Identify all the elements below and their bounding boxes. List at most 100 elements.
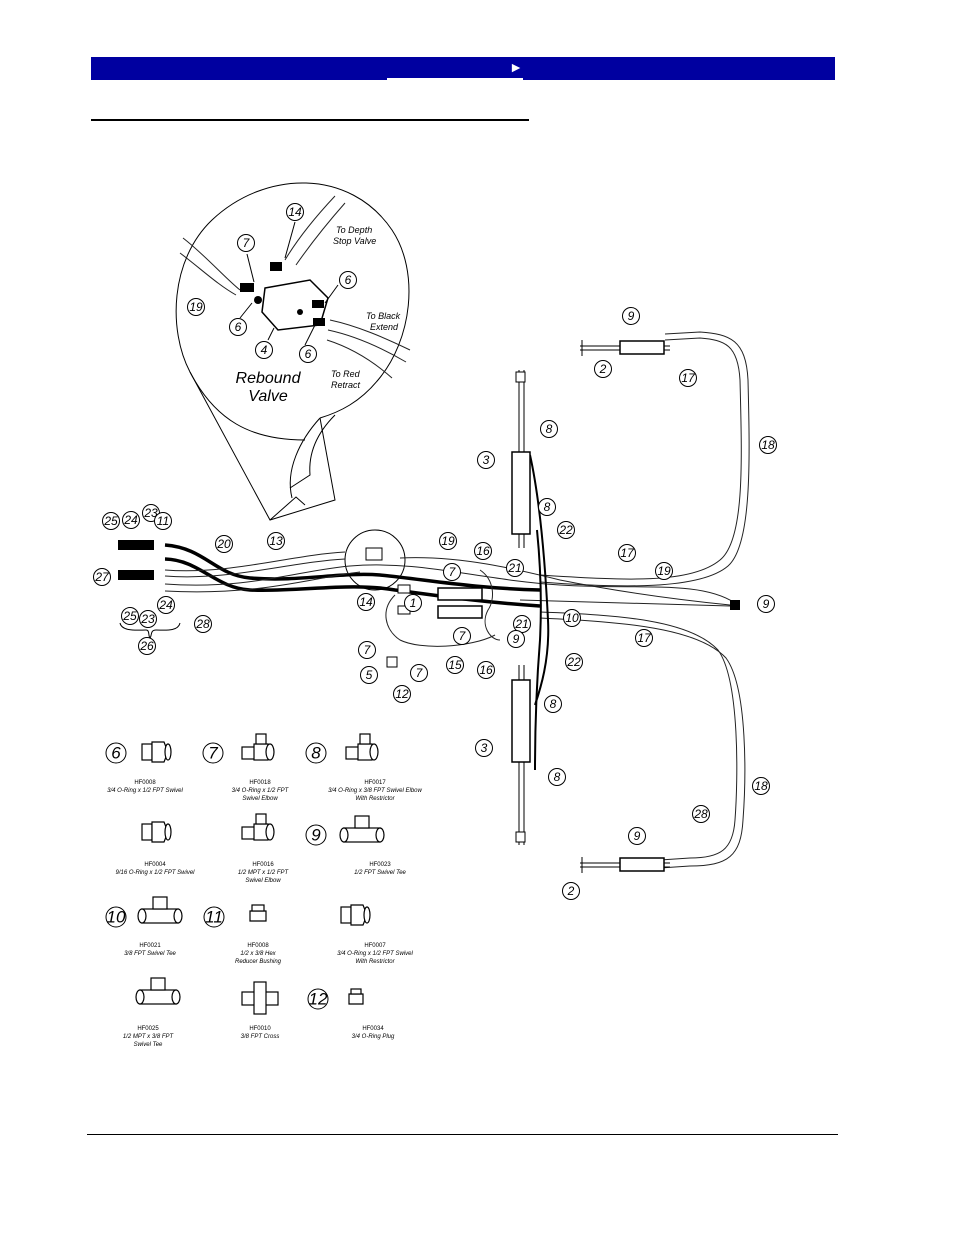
svg-text:7: 7: [416, 666, 424, 680]
part-number: HF0018: [249, 780, 271, 786]
next-arrow-icon: ►: [509, 59, 523, 75]
part-number: HF0017: [364, 780, 386, 786]
part-number: HF0004: [144, 862, 166, 868]
callout-21: 21: [506, 559, 524, 577]
label-extend: Extend: [370, 322, 399, 332]
svg-text:28: 28: [195, 617, 210, 631]
part-ref-10: 10: [105, 906, 127, 928]
callout-24: 24: [157, 596, 175, 614]
fitting-elbow-icon: [345, 733, 379, 761]
part-description: With Restrictor: [355, 959, 395, 965]
callout-2: 2: [594, 360, 612, 378]
svg-text:20: 20: [216, 537, 231, 551]
svg-text:11: 11: [157, 514, 169, 528]
svg-text:1: 1: [410, 596, 417, 610]
svg-text:9: 9: [628, 309, 635, 323]
svg-text:25: 25: [103, 514, 118, 528]
fitting-bush-icon: [249, 904, 267, 922]
part-hf0004-3: HF0004 9/16 O-Ring x 1/2 FPT Swivel: [115, 821, 195, 876]
label-to-red: To Red: [331, 369, 361, 379]
svg-text:6: 6: [235, 320, 242, 334]
callout-10: 10: [563, 609, 581, 627]
svg-text:26: 26: [139, 639, 154, 653]
fitting-tee-icon: [339, 815, 385, 843]
callout-17: 17: [635, 629, 653, 647]
part-description: 3/4 O-Ring Plug: [352, 1034, 395, 1040]
callout-9: 9: [622, 307, 640, 325]
svg-text:9: 9: [634, 829, 641, 843]
svg-text:16: 16: [476, 544, 490, 558]
manifolds: [118, 540, 740, 668]
svg-text:5: 5: [366, 668, 373, 682]
label-stop-valve: Stop Valve: [333, 236, 376, 246]
svg-text:15: 15: [448, 658, 462, 672]
callout-7: 7: [237, 234, 255, 252]
part-ref-8: 8: [305, 742, 327, 764]
part-description: 3/4 O-Ring x 1/2 FPT Swivel: [337, 951, 413, 957]
part-description: 1/2 x 3/8 Hex: [240, 951, 276, 957]
callout-18: 18: [759, 436, 777, 454]
svg-text:22: 22: [566, 655, 581, 669]
callout-24: 24: [122, 511, 140, 529]
part-number: HF0023: [369, 862, 391, 868]
hose-bundle: [164, 331, 750, 869]
svg-text:8: 8: [554, 770, 561, 784]
svg-text:4: 4: [261, 343, 268, 357]
svg-text:6: 6: [305, 347, 312, 361]
callout-1: 1: [404, 594, 422, 612]
svg-text:2: 2: [599, 362, 607, 376]
part-number: HF0008: [247, 943, 269, 949]
callout-11: 11: [154, 512, 172, 530]
label-retract: Retract: [331, 380, 361, 390]
label-valve: Valve: [248, 388, 288, 405]
callout-26: 26: [138, 637, 156, 655]
callout-20: 20: [215, 535, 233, 553]
svg-text:25: 25: [122, 609, 137, 623]
svg-text:3: 3: [481, 741, 488, 755]
svg-text:17: 17: [681, 371, 696, 385]
next-page-link[interactable]: ►: [387, 57, 523, 80]
svg-text:21: 21: [507, 561, 521, 575]
callout-8: 8: [538, 498, 556, 516]
part-description: 9/16 O-Ring x 1/2 FPT Swivel: [115, 870, 195, 876]
svg-text:7: 7: [243, 236, 251, 250]
svg-text:24: 24: [158, 598, 173, 612]
part-ref-6: 6: [105, 742, 127, 764]
fitting-tee-icon: [137, 896, 183, 924]
svg-text:12: 12: [395, 687, 409, 701]
callout-16: 16: [474, 542, 492, 560]
cylinder-upper: [511, 370, 531, 548]
cylinder-lower: [511, 665, 531, 845]
callout-28: 28: [194, 615, 212, 633]
svg-text:8: 8: [544, 500, 551, 514]
fitting-tee-icon: [135, 977, 181, 1005]
svg-text:21: 21: [514, 617, 528, 631]
callout-16: 16: [477, 661, 495, 679]
part-description: 3/8 FPT Cross: [241, 1034, 280, 1040]
svg-text:13: 13: [269, 534, 283, 548]
svg-text:6: 6: [111, 744, 121, 763]
callout-15: 15: [446, 656, 464, 674]
svg-text:22: 22: [558, 523, 573, 537]
part-ref-12: 12: [307, 988, 329, 1010]
fitting-plug-icon: [348, 988, 364, 1005]
callout-2: 2: [562, 882, 580, 900]
callout-17: 17: [679, 369, 697, 387]
label-rebound: Rebound: [236, 370, 302, 387]
part-description: Swivel Elbow: [245, 878, 281, 884]
svg-text:9: 9: [763, 597, 770, 611]
callout-6: 6: [229, 318, 247, 336]
callout-7: 7: [443, 563, 461, 581]
svg-text:7: 7: [208, 744, 218, 763]
section-title-underline: [91, 119, 529, 121]
callout-8: 8: [540, 420, 558, 438]
svg-text:12: 12: [309, 990, 328, 1009]
callout-17: 17: [618, 544, 636, 562]
callout-19: 19: [187, 298, 205, 316]
